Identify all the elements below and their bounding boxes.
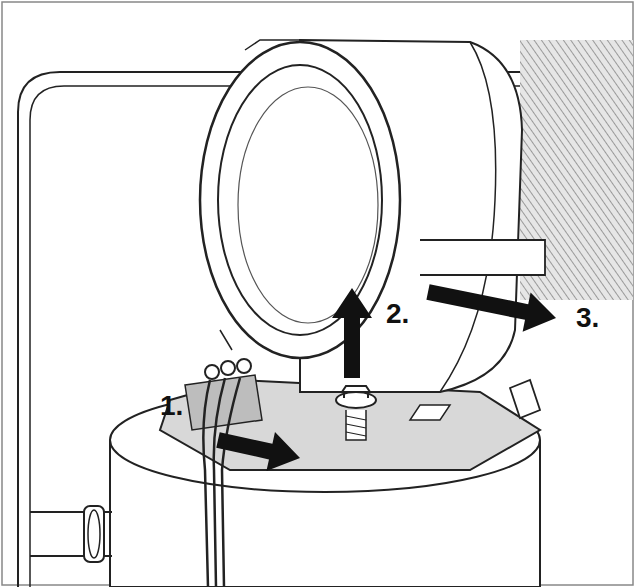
step-arrow xyxy=(332,288,372,378)
nut xyxy=(336,392,376,408)
step-number: 2. xyxy=(386,300,409,328)
fan-inlet xyxy=(200,42,400,358)
stud xyxy=(346,410,366,440)
wires xyxy=(203,378,240,587)
pipe-fitting xyxy=(84,506,104,562)
fan-bracket xyxy=(420,240,545,275)
step-number: 3. xyxy=(576,304,599,332)
clip xyxy=(510,380,540,418)
step-arrow xyxy=(216,432,300,471)
step-number: 1. xyxy=(160,392,183,420)
direction-arrows xyxy=(216,284,556,471)
step-arrow xyxy=(426,284,556,331)
